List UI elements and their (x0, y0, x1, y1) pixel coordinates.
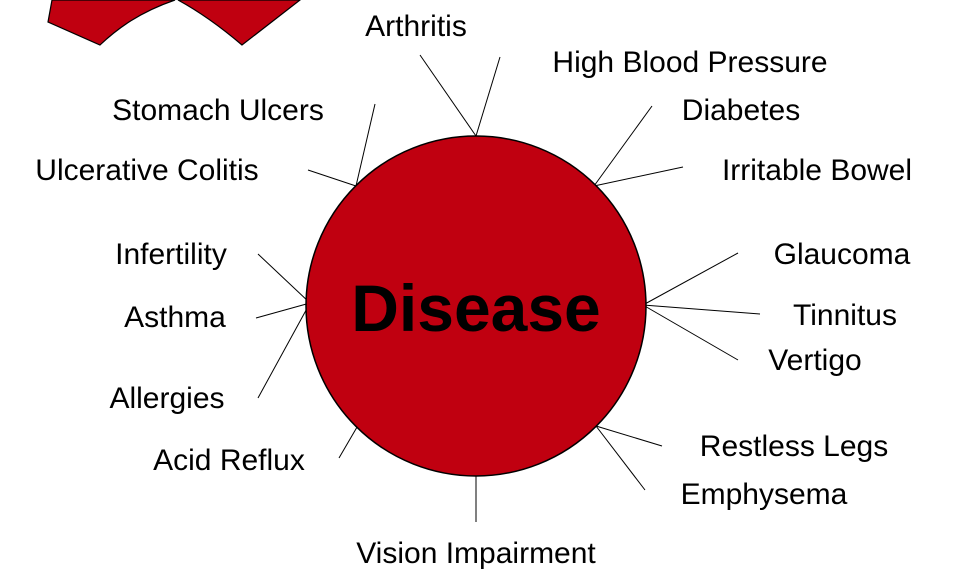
label-acid-reflux: Acid Reflux (153, 444, 305, 477)
line-restless-legs (595, 425, 663, 447)
label-asthma: Asthma (124, 301, 226, 334)
line-irritable-bowel (593, 166, 684, 187)
line-arthritis (419, 54, 477, 137)
line-stomach-ulcers (355, 103, 376, 187)
line-asthma (255, 302, 311, 319)
line-tinnitus (642, 304, 761, 315)
label-diabetes: Diabetes (682, 94, 800, 127)
line-emphysema (595, 425, 646, 491)
line-diabetes (593, 105, 653, 187)
label-arthritis: Arthritis (365, 10, 467, 43)
disease-circle (305, 135, 647, 477)
right-arrow-shape (177, 0, 301, 46)
line-allergies (257, 302, 311, 399)
label-emphysema: Emphysema (681, 478, 848, 511)
left-arrow-shape (47, 0, 176, 46)
line-ulcerative-colitis (307, 169, 357, 187)
line-acid-reflux (338, 421, 361, 459)
line-vertigo (642, 304, 739, 361)
label-irritable-bowel: Irritable Bowel (722, 154, 912, 187)
label-infertility: Infertility (115, 238, 227, 271)
cycle-arrows-graphic (47, 0, 301, 46)
center-label: Disease (351, 271, 601, 345)
label-allergies: Allergies (109, 382, 224, 415)
line-glaucoma (642, 252, 739, 306)
label-vision-impairment: Vision Impairment (356, 537, 596, 570)
condition-labels: Arthritis High Blood Pressure Diabetes I… (35, 10, 912, 570)
label-ulcerative-colitis: Ulcerative Colitis (35, 154, 258, 187)
label-restless-legs: Restless Legs (700, 430, 888, 463)
label-stomach-ulcers: Stomach Ulcers (112, 94, 324, 127)
label-glaucoma: Glaucoma (774, 238, 911, 271)
label-tinnitus: Tinnitus (793, 299, 897, 332)
label-high-blood-pressure: High Blood Pressure (552, 46, 827, 79)
line-high-blood-pressure (475, 56, 501, 137)
label-vertigo: Vertigo (768, 344, 861, 377)
line-infertility (257, 253, 311, 304)
connector-lines (255, 54, 761, 522)
